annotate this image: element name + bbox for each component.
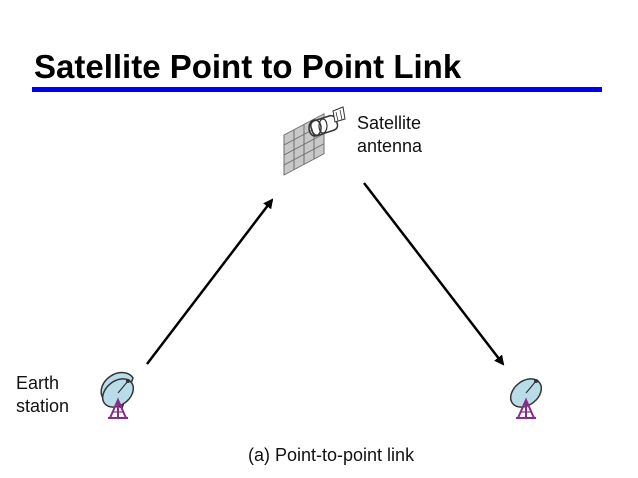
satellite-icon — [283, 106, 346, 176]
satellite-label: Satellite antenna — [357, 112, 422, 158]
receiving-station-dish-icon — [509, 378, 543, 419]
satellite-label-line1: Satellite — [357, 113, 422, 133]
earth-station-label: Earth station — [16, 372, 69, 418]
earth-station-dish-icon — [100, 371, 135, 419]
uplink-arrow — [146, 198, 274, 365]
figure-caption: (a) Point-to-point link — [248, 445, 415, 465]
satellite-label-line2: antenna — [357, 136, 423, 156]
downlink-arrow — [363, 182, 505, 366]
title-underline — [32, 87, 602, 92]
earth-station-label-line2: station — [16, 396, 70, 416]
earth-station-label-line1: Earth — [16, 373, 60, 393]
slide-title: Satellite Point to Point Link — [34, 48, 462, 85]
